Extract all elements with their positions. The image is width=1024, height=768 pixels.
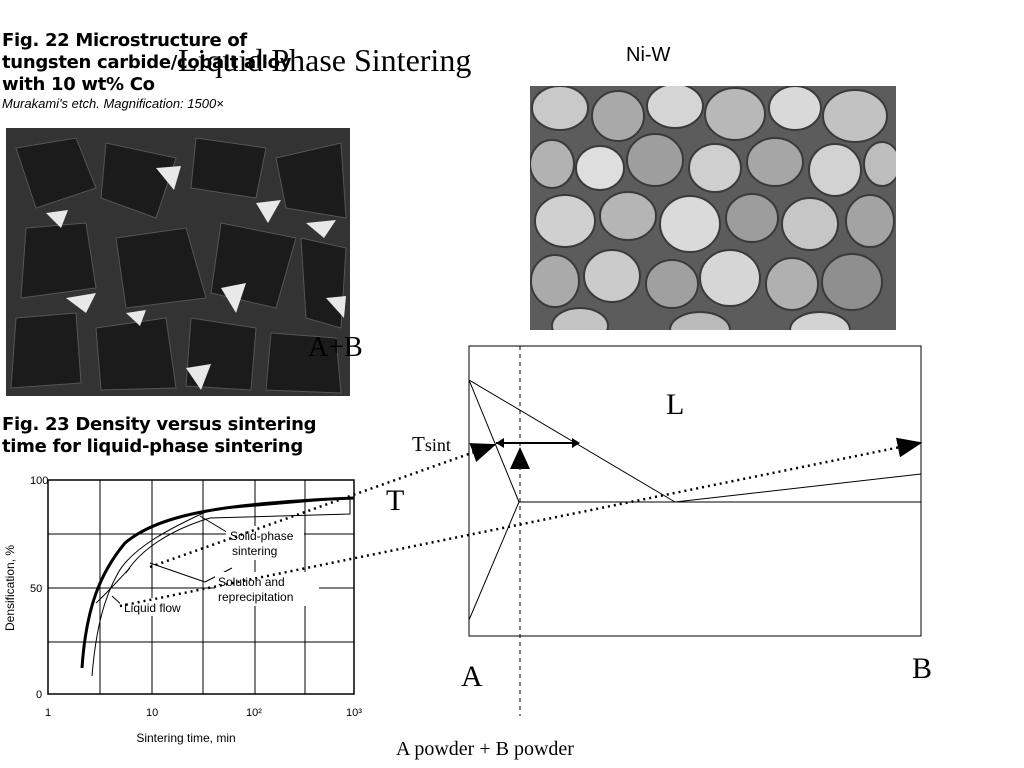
annotation-solution-2: reprecipitation	[218, 590, 293, 604]
label-liquid: L	[666, 388, 685, 421]
phase-diagram-frame	[468, 345, 922, 637]
annotation-solution-1: Solution and	[218, 575, 285, 589]
fig22-subcaption: Murakami's etch. Magnification: 1500×	[2, 96, 224, 111]
wc-co-micrograph	[6, 128, 350, 396]
wc-co-micrograph-drawing	[6, 128, 350, 396]
ytick-0: 0	[36, 689, 42, 701]
xtick-1000: 10³	[346, 707, 362, 719]
fig22-caption: Fig. 22 Microstructure of tungsten carbi…	[2, 30, 291, 96]
solidus-lower	[468, 501, 520, 621]
liquid-flow-curve	[95, 567, 131, 604]
fig22-caption-line3: with 10 wt% Co	[2, 74, 155, 95]
xtick-100: 10²	[246, 707, 262, 719]
annotation-solid-phase-2: sintering	[232, 544, 277, 558]
liquidus-right	[674, 473, 922, 503]
liquidus-left	[468, 379, 520, 503]
xtick-1: 1	[45, 707, 51, 719]
label-temperature-axis: T	[386, 484, 405, 517]
label-tsint-sub: sint	[424, 435, 451, 455]
xtick-10: 10	[146, 707, 158, 719]
slide-title: Liquid Phase Sintering	[178, 42, 472, 78]
tsint-arrow-left	[496, 438, 504, 448]
annotation-leaders	[111, 515, 233, 608]
fig23-caption-line2: time for liquid-phase sintering	[2, 436, 303, 457]
phase-diagram-caption: A powder + B powder	[396, 738, 574, 760]
tsint-arrow-right	[572, 438, 580, 448]
annotation-solid-phase-1: Solid-phase	[230, 529, 294, 543]
label-b: B	[912, 652, 933, 685]
niw-micrograph-drawing	[530, 86, 896, 330]
ytick-50: 50	[30, 583, 42, 595]
graph-ylabel: Densification, %	[3, 545, 17, 631]
ytick-100: 100	[30, 475, 48, 487]
liquidus-main	[468, 379, 676, 503]
niw-micrograph	[530, 86, 896, 330]
composition-marker-triangle	[510, 447, 530, 469]
label-a: A	[461, 660, 483, 693]
fig23-caption: Fig. 23 Density versus sintering time fo…	[2, 414, 317, 458]
label-tsint: Tsint	[412, 432, 451, 457]
graph-xlabel: Sintering time, min	[136, 731, 235, 745]
label-a-plus-b: A+B	[308, 332, 363, 363]
fig22-caption-line1: Fig. 22 Microstructure of	[2, 30, 247, 51]
densification-graph: 100 50 0 1 10 10² 10³ Sintering time, mi…	[3, 475, 362, 745]
niw-label: Ni-W	[626, 44, 671, 66]
annotation-liquid-flow: Liquid flow	[124, 601, 181, 615]
label-tsint-main: T	[412, 432, 425, 456]
fig23-caption-line1: Fig. 23 Density versus sintering	[2, 414, 317, 435]
fig22-caption-line2: tungsten carbide/cobalt alloy	[2, 52, 292, 73]
